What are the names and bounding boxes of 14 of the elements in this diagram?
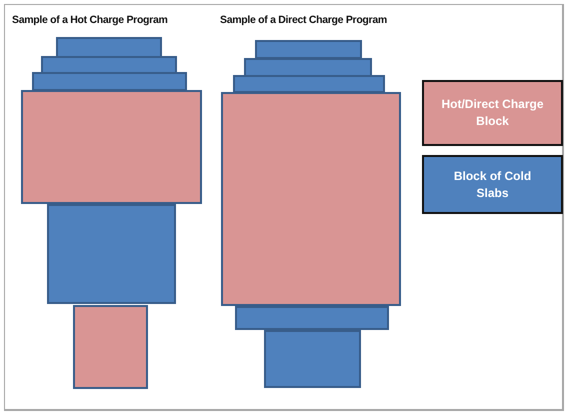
hot-charge-block — [73, 305, 148, 389]
hot-charge-block — [21, 90, 202, 204]
chart-title: Sample of a Direct Charge Program — [220, 14, 387, 26]
legend-key: Block of Cold Slabs — [422, 155, 563, 214]
chart-title: Sample of a Hot Charge Program — [12, 14, 168, 26]
cold-slab-block — [47, 204, 176, 304]
cold-slab-block — [255, 40, 362, 59]
cold-slab-block — [56, 37, 162, 58]
cold-slab-block — [233, 75, 385, 93]
cold-slab-block — [235, 306, 389, 330]
cold-slab-block — [264, 330, 361, 388]
legend-key: Hot/Direct Charge Block — [422, 80, 563, 146]
cold-slab-block — [32, 72, 187, 91]
hot-charge-block — [221, 92, 401, 306]
